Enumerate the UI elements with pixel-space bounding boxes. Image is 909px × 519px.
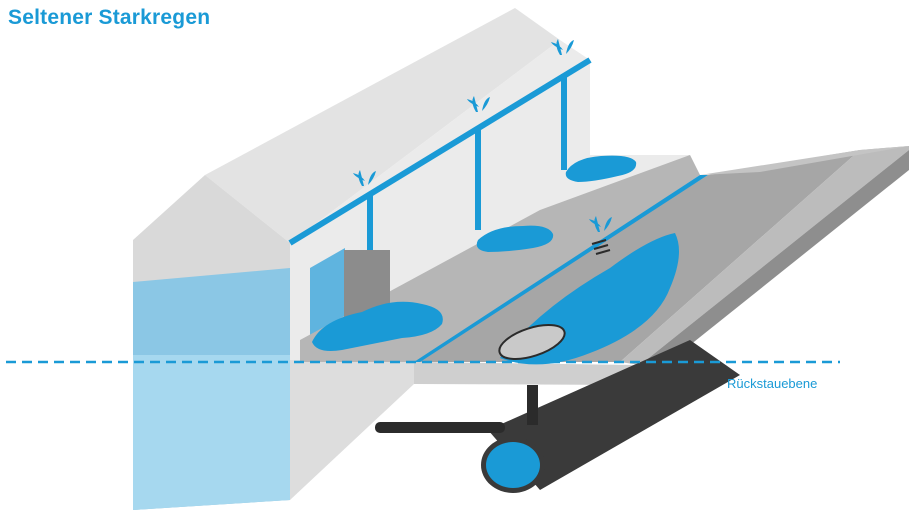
backflow-level-label: Rückstauebene [727,376,817,391]
vertical-connection-pipe [527,385,538,425]
basement-flood-water-light [133,355,290,510]
house-connection-pipe [375,422,505,433]
sewer-pipe-water [486,442,540,488]
